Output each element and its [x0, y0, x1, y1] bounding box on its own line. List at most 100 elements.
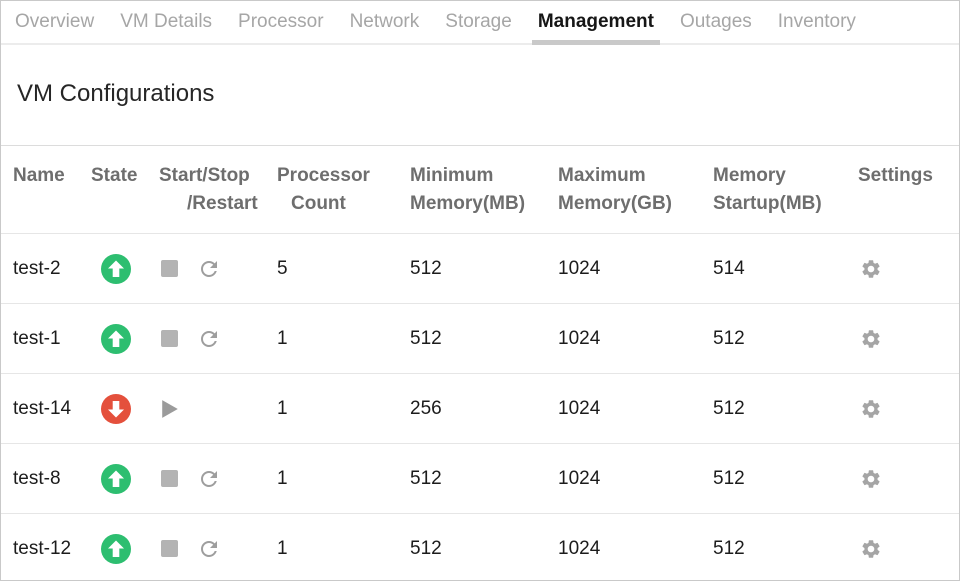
table-row: test-8 1 512 1024 512 [1, 444, 959, 514]
circular-arrow-icon [201, 540, 217, 557]
state-cell [91, 463, 159, 494]
max-memory-cell: 1024 [558, 537, 601, 559]
processor-count-cell: 5 [277, 257, 288, 279]
vm-name: test-2 [13, 257, 61, 279]
vm-name: test-12 [13, 537, 72, 559]
memory-startup-cell: 512 [713, 397, 745, 419]
restart-button[interactable] [197, 257, 221, 281]
state-cell [91, 253, 159, 284]
controls-cell [159, 537, 277, 561]
tab-storage[interactable]: Storage [445, 11, 512, 32]
header-name: Name [13, 162, 91, 218]
controls-cell [159, 327, 277, 351]
state-up-icon [101, 323, 131, 354]
restart-button[interactable] [197, 537, 221, 561]
header-controls-line2: /Restart [187, 193, 258, 214]
header-state-label: State [91, 165, 138, 186]
stop-button[interactable] [161, 330, 178, 347]
memory-startup-cell: 514 [713, 257, 745, 279]
header-settings-label: Settings [858, 165, 933, 186]
header-settings: Settings [858, 162, 959, 218]
memory-startup-cell: 512 [713, 327, 745, 349]
tab-overview[interactable]: Overview [15, 11, 95, 32]
controls-cell [159, 467, 277, 491]
gear-icon [862, 329, 880, 348]
settings-button[interactable] [860, 328, 882, 350]
settings-button[interactable] [860, 398, 882, 420]
header-max-memory-line1: Maximum [558, 165, 646, 186]
processor-count-cell: 1 [277, 327, 288, 349]
memory-startup-cell: 512 [713, 467, 745, 489]
header-memory-startup-line1: Memory [713, 165, 786, 186]
settings-button[interactable] [860, 258, 882, 280]
min-memory-cell: 512 [410, 467, 442, 489]
table-row: test-12 1 512 1024 512 [1, 514, 959, 580]
tab-network[interactable]: Network [349, 11, 420, 32]
stop-button[interactable] [161, 540, 178, 557]
max-memory-cell: 1024 [558, 257, 601, 279]
tab-processor[interactable]: Processor [238, 11, 324, 32]
circular-arrow-icon [201, 260, 217, 277]
stop-button[interactable] [161, 470, 178, 487]
restart-button[interactable] [197, 327, 221, 351]
state-cell [91, 393, 159, 424]
header-processor-line2: Count [291, 193, 346, 214]
processor-count-cell: 1 [277, 467, 288, 489]
gear-icon [862, 259, 880, 278]
table-row: test-2 5 512 1024 514 [1, 234, 959, 304]
settings-cell [858, 328, 959, 350]
state-cell [91, 323, 159, 354]
processor-count-cell: 1 [277, 397, 288, 419]
max-memory-cell: 1024 [558, 327, 601, 349]
header-min-memory-line1: Minimum [410, 165, 494, 186]
page-title: VM Configurations [17, 80, 215, 107]
header-processor-line1: Processor [277, 165, 370, 186]
header-min-memory-line2: Memory(MB) [410, 193, 526, 214]
start-button[interactable] [161, 399, 179, 419]
play-icon [162, 399, 178, 418]
min-memory-cell: 512 [410, 327, 442, 349]
settings-button[interactable] [860, 538, 882, 560]
title-bar: VM Configurations [1, 45, 959, 146]
circular-arrow-icon [201, 330, 217, 347]
controls-cell [159, 257, 277, 281]
header-start-stop-restart: Start/Stop/Restart [159, 162, 277, 218]
min-memory-cell: 512 [410, 257, 442, 279]
settings-button[interactable] [860, 468, 882, 490]
state-cell [91, 533, 159, 564]
gear-icon [862, 469, 880, 488]
header-memory-startup-line2: Startup(MB) [713, 193, 822, 214]
header-state: State [91, 162, 159, 218]
max-memory-cell: 1024 [558, 467, 601, 489]
tab-management[interactable]: Management [531, 1, 661, 45]
table-row: test-14 1 256 1024 512 [1, 374, 959, 444]
header-controls-line1: Start/Stop [159, 165, 250, 186]
gear-icon [862, 539, 880, 558]
tab-vm-details[interactable]: VM Details [120, 11, 213, 32]
settings-cell [858, 258, 959, 280]
tab-inventory[interactable]: Inventory [777, 11, 856, 32]
state-up-icon [101, 463, 131, 494]
settings-cell [858, 398, 959, 420]
state-up-icon [101, 253, 131, 284]
min-memory-cell: 512 [410, 537, 442, 559]
stop-button[interactable] [161, 260, 178, 277]
circular-arrow-icon [201, 470, 217, 487]
header-max-memory-line2: Memory(GB) [558, 193, 673, 214]
top-tab-bar: Overview VM Details Processor Network St… [1, 1, 959, 45]
state-down-icon [101, 393, 131, 424]
tab-outages[interactable]: Outages [679, 11, 752, 32]
vm-name: test-14 [13, 397, 72, 419]
controls-cell [159, 399, 277, 419]
restart-button[interactable] [197, 467, 221, 491]
table-row: test-1 1 512 1024 512 [1, 304, 959, 374]
gear-icon [862, 399, 880, 418]
min-memory-cell: 256 [410, 397, 442, 419]
state-up-icon [101, 533, 131, 564]
settings-cell [858, 538, 959, 560]
